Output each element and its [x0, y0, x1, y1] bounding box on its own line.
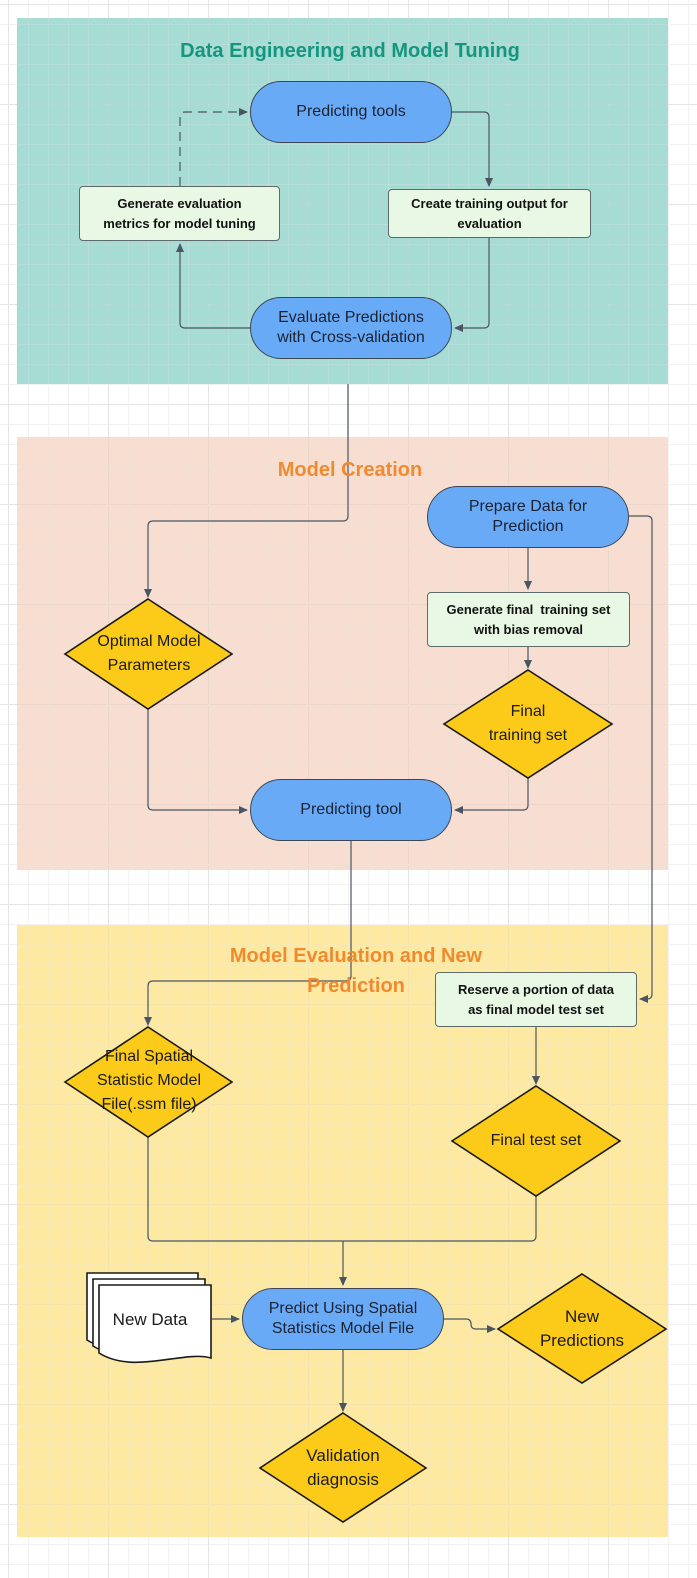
document-new-data[interactable]: New Data: [88, 1308, 212, 1332]
process-generate-evaluation-metrics-label: Generate evaluation metrics for model tu…: [103, 195, 256, 231]
decision-final-spatial-model-file[interactable]: Final Spatial Statistic Model File(.ssm …: [56, 1045, 242, 1117]
decision-final-training-set-label: Final training set: [488, 703, 568, 744]
decision-new-predictions[interactable]: New Predictions: [498, 1305, 666, 1353]
process-generate-final-training-set-label: Generate final training set with bias re…: [446, 601, 611, 637]
document-new-data-label: New Data: [112, 1310, 188, 1329]
process-reserve-test-data-label: Reserve a portion of data as final model…: [457, 981, 615, 1017]
decision-new-predictions-label: New Predictions: [539, 1307, 625, 1350]
terminal-prepare-data-label: Prepare Data for Prediction: [468, 498, 588, 535]
process-reserve-test-data[interactable]: Reserve a portion of data as final model…: [435, 972, 637, 1027]
terminal-evaluate-predictions[interactable]: Evaluate Predictions with Cross-validati…: [250, 297, 452, 359]
new-data-document-stack: [86, 1272, 212, 1364]
terminal-predicting-tool-label: Predicting tool: [300, 801, 402, 818]
decision-final-test-set-label: Final test set: [490, 1132, 582, 1149]
connector-predicting-tools-to-create-training: [452, 111, 493, 187]
terminal-predicting-tools[interactable]: Predicting tools: [250, 81, 452, 143]
connector-create-training-to-evaluate: [454, 238, 490, 332]
decision-new-predictions-shape: [496, 1273, 668, 1384]
terminal-prepare-data[interactable]: Prepare Data for Prediction: [427, 486, 629, 548]
connector-final-test-to-merge: [343, 1195, 537, 1242]
process-create-training-output-label: Create training output for evaluation: [411, 195, 568, 231]
decision-validation-diagnosis[interactable]: Validation diagnosis: [260, 1444, 426, 1492]
connector-evaluate-to-optimal-params: [144, 384, 349, 598]
connector-predicting-tool-to-final-spatial: [144, 841, 352, 1026]
decision-validation-shape: [258, 1412, 428, 1523]
terminal-evaluate-predictions-label: Evaluate Predictions with Cross-validati…: [277, 309, 425, 346]
connector-final-spatial-to-merge: [147, 1137, 343, 1242]
connector-predict-ssm-to-new-predictions: [444, 1318, 496, 1333]
terminal-predicting-tools-label: Predicting tools: [296, 103, 406, 120]
connector-final-training-to-predicting-tool: [454, 778, 529, 814]
title-model-evaluation: Model Evaluation and New Prediction: [229, 945, 483, 997]
decision-final-training-shape: [442, 669, 614, 779]
terminal-predict-using-ssm[interactable]: Predict Using Spatial Statistics Model F…: [242, 1288, 444, 1350]
decision-final-spatial-model-file-label: Final Spatial Statistic Model File(.ssm …: [96, 1048, 202, 1113]
decision-final-test-shape: [450, 1085, 622, 1197]
connector-evaluate-to-generate-eval: [176, 243, 250, 329]
decision-optimal-model-parameters[interactable]: Optimal Model Parameters: [66, 630, 232, 678]
connector-generate-eval-to-predicting-tools: [179, 108, 248, 186]
process-generate-evaluation-metrics[interactable]: Generate evaluation metrics for model tu…: [79, 186, 280, 241]
terminal-predicting-tool[interactable]: Predicting tool: [250, 779, 452, 841]
decision-final-test-set[interactable]: Final test set: [452, 1129, 620, 1153]
process-create-training-output[interactable]: Create training output for evaluation: [388, 189, 591, 238]
title-model-creation: Model Creation: [277, 459, 423, 481]
decision-final-spatial-shape: [63, 1026, 234, 1138]
connector-optimal-to-predicting-tool: [147, 708, 248, 814]
connector-prepare-to-reserve: [629, 515, 653, 1003]
decision-final-training-set[interactable]: Final training set: [444, 700, 612, 748]
process-generate-final-training-set[interactable]: Generate final training set with bias re…: [427, 592, 630, 647]
decision-optimal-params-shape: [63, 598, 234, 710]
decision-optimal-model-parameters-label: Optimal Model Parameters: [97, 633, 201, 674]
title-data-engineering: Data Engineering and Model Tuning: [180, 40, 520, 62]
decision-validation-diagnosis-label: Validation diagnosis: [306, 1446, 380, 1489]
terminal-predict-using-ssm-label: Predict Using Spatial Statistics Model F…: [268, 1300, 418, 1337]
